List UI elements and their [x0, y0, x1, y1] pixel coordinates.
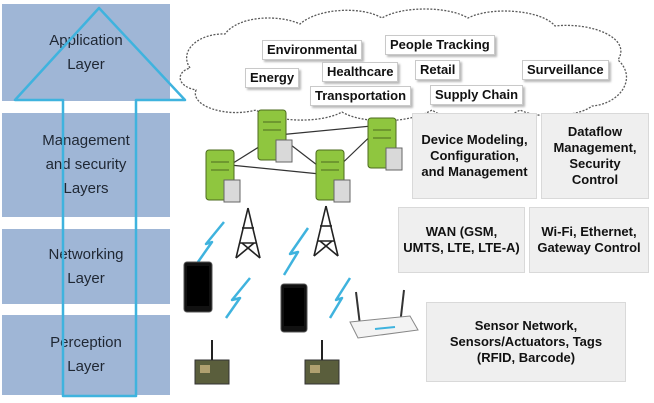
app-label-surveillance: Surveillance	[522, 60, 609, 80]
app-label-healthcare: Healthcare	[322, 62, 399, 82]
server-icon	[367, 117, 403, 171]
smartphone-icon	[183, 261, 213, 313]
lightning-icon	[328, 277, 352, 319]
server-icon	[257, 109, 293, 163]
server-icon	[315, 149, 351, 203]
cell-tower-icon	[313, 205, 339, 257]
cell-tower-icon	[235, 207, 261, 259]
app-label-transportation: Transportation	[310, 86, 412, 106]
app-label-people-tracking: People Tracking	[385, 35, 495, 55]
lightning-icon	[224, 277, 251, 319]
server-icon	[205, 149, 241, 203]
app-label-retail: Retail	[415, 60, 461, 80]
app-label-supply-chain: Supply Chain	[430, 85, 524, 105]
device-modeling-box: Device Modeling, Configuration, and Mana…	[412, 113, 537, 199]
network-links	[229, 124, 383, 176]
smartphone-icon	[280, 283, 308, 333]
sensor-board-icon	[304, 340, 340, 385]
sensor-board-icon	[194, 340, 230, 385]
dataflow-security-box: Dataflow Management, Security Control	[541, 113, 649, 199]
wan-box: WAN (GSM, UMTS, LTE, LTE-A)	[398, 207, 525, 273]
wifi-ethernet-box: Wi-Fi, Ethernet, Gateway Control	[529, 207, 649, 273]
app-label-energy: Energy	[245, 68, 300, 88]
sensor-network-box: Sensor Network, Sensors/Actuators, Tags …	[426, 302, 626, 382]
app-label-environmental: Environmental	[262, 40, 363, 60]
lightning-icon	[196, 221, 225, 263]
lightning-icon	[282, 227, 310, 276]
router-icon	[349, 289, 419, 339]
